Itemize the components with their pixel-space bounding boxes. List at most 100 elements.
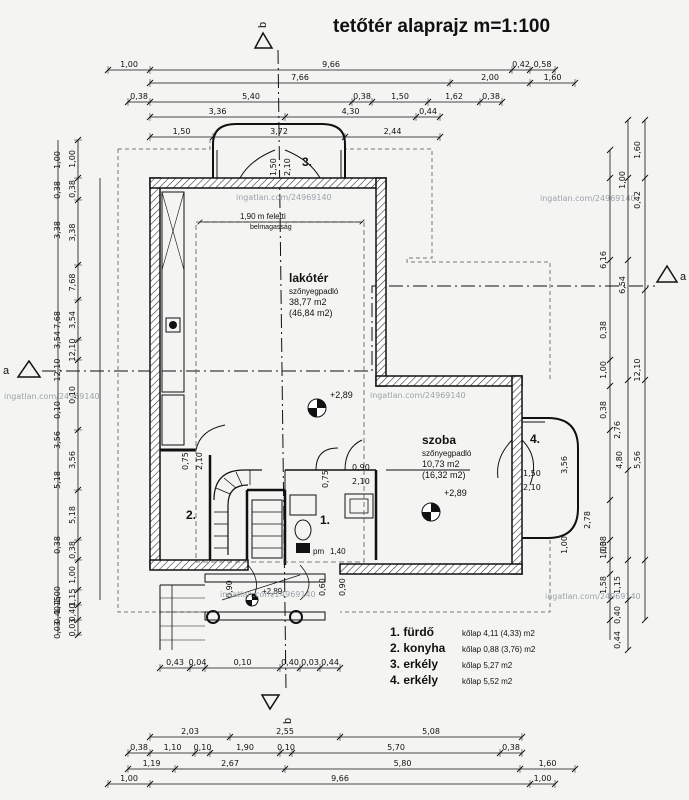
dimension-label: 5,56 bbox=[633, 451, 642, 469]
dimension-label: 7,68 bbox=[53, 311, 62, 329]
room-name-szoba: szoba bbox=[422, 433, 456, 447]
watermark: ingatlan.com/24969140 bbox=[545, 592, 641, 601]
dimension-label: 0,38 bbox=[599, 536, 608, 554]
dimension-label: 0,38 bbox=[502, 743, 520, 752]
dimension-label: 0,38 bbox=[53, 181, 62, 199]
legend-item-1-detail: kőlap 4,11 (4,33) m2 bbox=[462, 629, 535, 638]
svg-text:2,10: 2,10 bbox=[283, 158, 292, 176]
section-marker-a-right: a bbox=[655, 264, 687, 283]
dimension-label: 1,15 bbox=[53, 596, 62, 614]
plan-title: tetőtér alaprajz m=1:100 bbox=[333, 16, 550, 37]
dimension-label: 0,44 bbox=[613, 631, 622, 649]
room-1-number: 1. bbox=[320, 513, 330, 527]
dimension-label: 7,66 bbox=[291, 73, 309, 82]
dimension-label: 5,18 bbox=[68, 506, 77, 524]
dimension-label: 1,00 bbox=[560, 536, 569, 554]
dimension-label: 0,40 bbox=[281, 658, 299, 667]
dimension-label: 0,38 bbox=[599, 321, 608, 339]
section-label: a bbox=[680, 271, 687, 283]
dimension-label: 9,66 bbox=[331, 774, 349, 783]
svg-text:1,50: 1,50 bbox=[269, 158, 278, 176]
svg-text:0,75: 0,75 bbox=[321, 470, 330, 488]
dimension-label: 2,44 bbox=[384, 127, 402, 136]
svg-text:0,90: 0,90 bbox=[352, 463, 370, 472]
dimension-label: 2,76 bbox=[613, 421, 622, 439]
section-label: a bbox=[3, 365, 10, 377]
dimension-label: 1,00 bbox=[68, 150, 77, 168]
dimension-label: 0,38 bbox=[53, 536, 62, 554]
height-note-line1: 1,90 m feletti bbox=[240, 212, 286, 221]
balcony-4-number: 4. bbox=[530, 432, 540, 446]
svg-text:2,10: 2,10 bbox=[195, 452, 204, 470]
dimension-label: 1,00 bbox=[599, 361, 608, 379]
level-marker-lakoter bbox=[307, 398, 327, 418]
dimension-label: 4,30 bbox=[342, 107, 360, 116]
dimension-label: 3,56 bbox=[53, 431, 62, 449]
room-2-number: 2. bbox=[186, 508, 196, 522]
legend-item-3-detail: kőlap 5,27 m2 bbox=[462, 661, 513, 670]
dimension-label: 0,10 bbox=[234, 658, 252, 667]
room-floor-szoba: szőnyegpadló bbox=[422, 449, 472, 458]
roof-outline bbox=[340, 540, 551, 613]
dimension-label: 1,60 bbox=[544, 73, 562, 82]
pm-label: pm bbox=[313, 547, 324, 556]
dimension-label: 2,55 bbox=[276, 727, 294, 736]
dimension-label: 0,10 bbox=[194, 743, 212, 752]
svg-text:0,90: 0,90 bbox=[225, 580, 234, 598]
room-floor-lakoter: szőnyegpadló bbox=[289, 287, 339, 296]
dimension-label: 12,10 bbox=[633, 359, 642, 382]
dimension-label: 3,72 bbox=[270, 127, 288, 136]
watermark: ingatlan.com/24969140 bbox=[236, 193, 332, 202]
dimension-label: 0,03 bbox=[53, 621, 62, 639]
dimension-label: 1,00 bbox=[53, 151, 62, 169]
dimension-label: 1,50 bbox=[173, 127, 191, 136]
interior-walls bbox=[160, 448, 470, 565]
dimension-label: 1,00 bbox=[618, 171, 627, 189]
legend-item-2-name: 2. konyha bbox=[390, 641, 446, 655]
balcony-3-number: 3. bbox=[302, 155, 312, 169]
dimension-label: 1,15 bbox=[68, 589, 77, 607]
bathroom-fixtures bbox=[289, 493, 374, 553]
dimension-label: 0,03 bbox=[68, 619, 77, 637]
level-lakoter: +2,89 bbox=[330, 390, 353, 400]
height-note-line2: belmagasság bbox=[250, 224, 292, 231]
section-label: b bbox=[257, 22, 269, 28]
room-area2-szoba: (16,32 m2) bbox=[422, 470, 466, 480]
dimension-label: 0,03 bbox=[301, 658, 319, 667]
roof-outline bbox=[117, 149, 322, 613]
dimension-label: 1,10 bbox=[164, 743, 182, 752]
dimension-label: 0,40 bbox=[68, 604, 77, 622]
watermark: ingatlan.com/24969140 bbox=[370, 391, 466, 400]
roof-outline bbox=[118, 140, 211, 150]
level-marker-entry bbox=[245, 593, 259, 607]
dimension-label: 0,38 bbox=[130, 92, 148, 101]
dimension-label: 0,38 bbox=[68, 180, 77, 198]
dimension-label: 0,38 bbox=[482, 92, 500, 101]
dimension-label: 1,00 bbox=[68, 566, 77, 584]
section-marker-a-left: a bbox=[3, 359, 42, 378]
dimension-label: 1,60 bbox=[633, 141, 642, 159]
room-area-lakoter: 38,77 m2 bbox=[289, 297, 327, 307]
dimension-label: 5,70 bbox=[387, 743, 405, 752]
legend-item-2-detail: kőlap 0,88 (3,76) m2 bbox=[462, 645, 536, 654]
dimension-label: 0,58 bbox=[534, 60, 552, 69]
pm-height: 1,40 bbox=[330, 547, 346, 556]
section-line-b bbox=[277, 49, 287, 691]
dimension-label: 1,90 bbox=[236, 743, 254, 752]
room-area2-lakoter: (46,84 m2) bbox=[289, 308, 333, 318]
dimension-label: 0,40 bbox=[53, 606, 62, 624]
dimension-label: 12,10 bbox=[53, 359, 62, 382]
dimension-label: 1,00 bbox=[534, 774, 552, 783]
dimension-label: 0,44 bbox=[419, 107, 437, 116]
entry-landing bbox=[159, 573, 326, 650]
roof-outline bbox=[344, 140, 551, 380]
dimension-label: 1,60 bbox=[539, 759, 557, 768]
balcony-4-outline bbox=[520, 417, 579, 539]
dimension-label: 0,42 bbox=[633, 191, 642, 209]
section-marker-b-bottom: b bbox=[260, 694, 294, 724]
dimension-label: 1,00 bbox=[120, 774, 138, 783]
door-labels: 1,50 2,10 0,75 2,10 0,75 0,90 2,10 1,50 … bbox=[181, 158, 541, 598]
watermark: ingatlan.com/24969140 bbox=[4, 392, 100, 401]
legend-item-4-name: 4. erkély bbox=[390, 673, 438, 687]
